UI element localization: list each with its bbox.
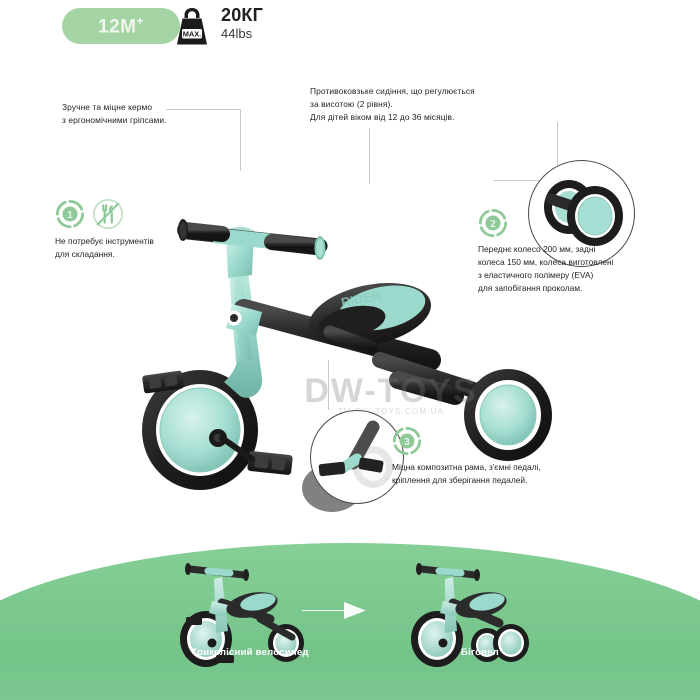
leader-line-wheel-v	[557, 122, 558, 181]
leader-line-handlebar-h	[166, 109, 241, 110]
feature-wheels: 2 Переднє колесо 200 мм, задні колеса 15…	[478, 208, 678, 295]
rear-wheel-right	[464, 369, 552, 461]
arrow-right-icon	[300, 597, 370, 623]
leader-line-seat-v	[369, 128, 370, 184]
front-wheel	[142, 370, 258, 490]
conversion-section: Триколісний велосипед Біговел	[0, 525, 700, 700]
feature-no-tools-line-1: Не потребує інструментів	[55, 236, 154, 246]
feature-frame-pedals-line-2: кріплення для зберігання педалей.	[392, 475, 528, 486]
mini-trike-mode	[180, 563, 304, 667]
max-weight-block: MAX. 20КГ 44lbs	[170, 5, 263, 47]
mode-label-trike: Триколісний велосипед	[191, 647, 309, 658]
number-badge-1-icon: 1	[55, 199, 85, 229]
leader-line-pedal-v	[328, 360, 329, 410]
age-label: 12M+	[98, 13, 144, 38]
leader-line-wheel-h	[494, 180, 558, 181]
feature-wheels-text: Переднє колесо 200 мм, задні колеса 150 …	[478, 243, 678, 295]
pedal-left	[142, 370, 184, 394]
mini-balance-bike-mode	[411, 563, 529, 667]
feature-frame-pedals-text: Міцна композитна рама, з'ємні педалі, кр…	[392, 461, 602, 487]
feature-wheels-line-4: для запобігання проколам.	[478, 283, 583, 294]
number-badge-3-icon: 3	[392, 426, 422, 456]
callout-handlebar-line-1: Зручне та міцне кермо	[62, 102, 153, 112]
no-tools-icon	[92, 198, 124, 230]
green-hill-background	[0, 543, 700, 700]
max-weight-lbs: 44lbs	[221, 25, 253, 41]
product-image-trike: RIDER	[0, 60, 700, 525]
mode-label-balance: Біговел	[461, 647, 499, 658]
svg-text:3: 3	[404, 437, 410, 448]
age-plus: +	[136, 13, 144, 28]
feature-wheels-line-2: колеса 150 мм, колеса виготовлені	[478, 257, 614, 268]
max-weight-icon-text: MAX.	[183, 29, 201, 38]
feature-no-tools-icons: 1	[55, 198, 205, 230]
callout-handlebar-line-2: з ергономічними гріпсами.	[62, 115, 167, 126]
svg-text:1: 1	[67, 210, 73, 221]
svg-text:2: 2	[490, 219, 496, 230]
feature-no-tools-line-2: для складання.	[55, 249, 115, 260]
handlebar-grip-left	[177, 219, 230, 242]
feature-frame-pedals-line-1: Міцна композитна рама, з'ємні педалі,	[392, 462, 541, 472]
max-weight-icon: MAX.	[170, 5, 214, 47]
detail-circle-wheels	[528, 160, 635, 267]
feature-wheels-icons: 2	[478, 208, 678, 238]
main-product-area: RIDER DW-TOYS TM-DW-TOYS.COM.UA	[0, 60, 700, 525]
feature-wheels-line-1: Переднє колесо 200 мм, задні	[478, 244, 596, 254]
leader-line-handlebar-v	[240, 109, 241, 171]
feature-no-tools: 1 Не потребує інструментів для складання…	[55, 198, 205, 261]
callout-seat-line-2: за висотою (2 рівня).	[310, 99, 393, 110]
feature-wheels-line-3: з еластичного полімеру (EVA)	[478, 270, 594, 281]
max-weight-text: 20КГ 44lbs	[221, 5, 263, 41]
number-badge-2-icon: 2	[478, 208, 508, 238]
callout-seat-line-1: Противоковзьке сидіння, що регулюється	[310, 86, 475, 96]
feature-frame-pedals: 3 Міцна композитна рама, з'ємні педалі, …	[392, 426, 602, 487]
callout-handlebar: Зручне та міцне кермо з ергономічними гр…	[62, 101, 212, 127]
age-badge: 12M+	[62, 8, 180, 44]
handlebar	[177, 219, 328, 260]
callout-seat: Противоковзьке сидіння, що регулюється з…	[310, 85, 510, 124]
max-weight-kg: 20КГ	[221, 5, 264, 25]
pedal-right	[219, 435, 293, 475]
feature-frame-pedals-icons: 3	[392, 426, 602, 456]
handlebar-grip-right	[264, 234, 326, 260]
seat: RIDER	[309, 282, 431, 355]
callout-seat-line-3: Для дітей віком від 12 до 36 місяців.	[310, 112, 455, 123]
detail-circle-pedal	[310, 410, 404, 504]
feature-no-tools-text: Не потребує інструментів для складання.	[55, 235, 205, 261]
header-bar: 12M+ MAX. 20КГ 44lbs	[0, 0, 700, 60]
